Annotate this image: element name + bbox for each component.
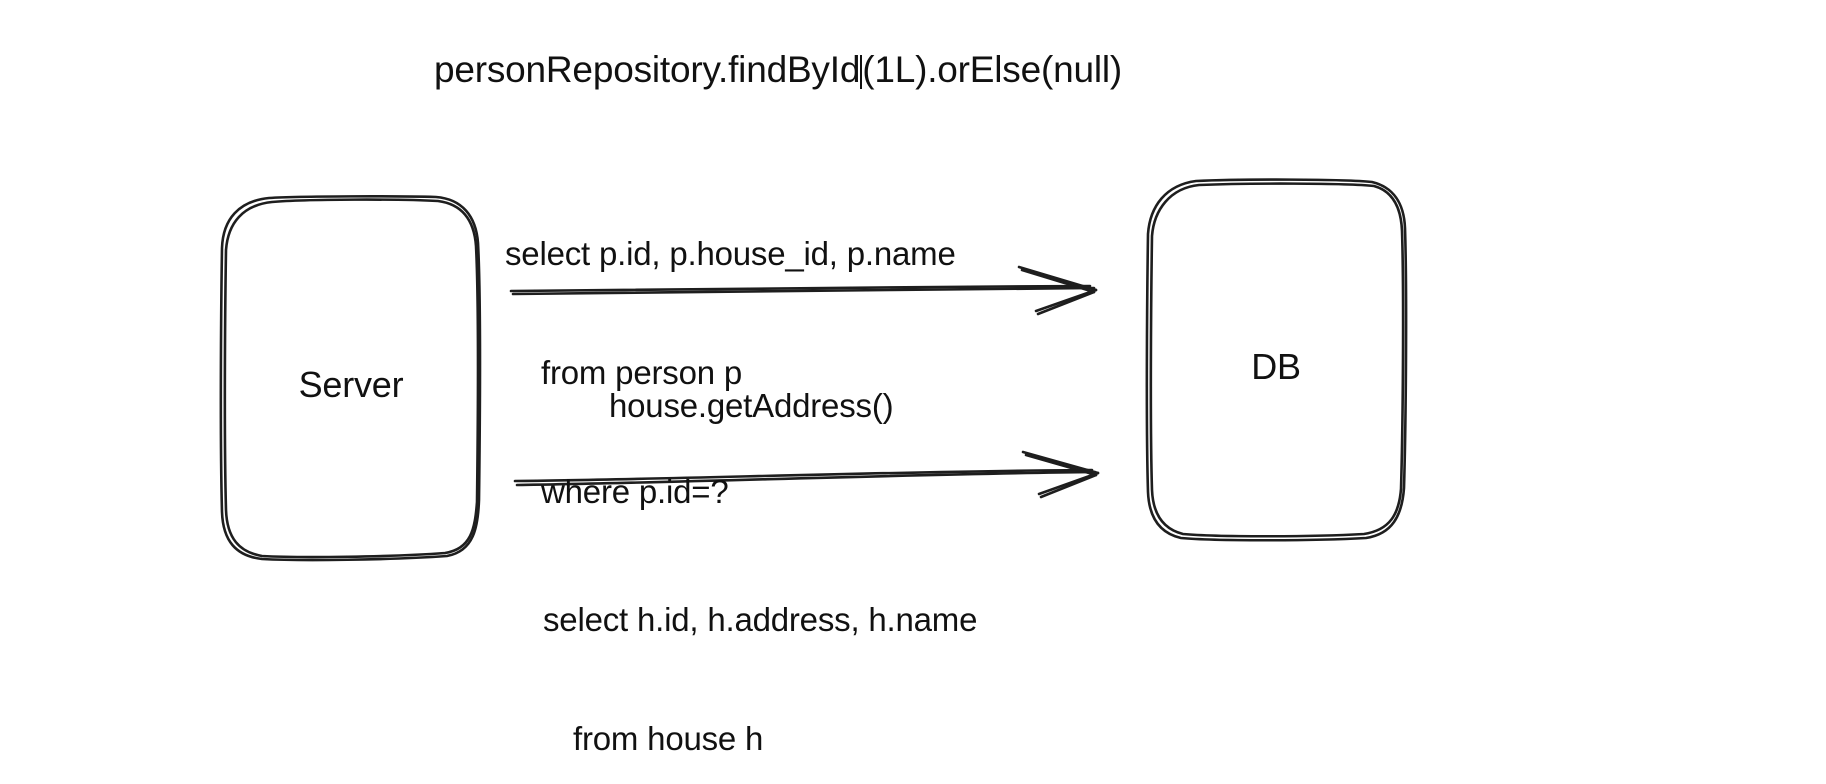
node-label-server[interactable]: Server bbox=[298, 364, 404, 405]
sql-line-select: select h.id, h.address, h.name bbox=[543, 601, 978, 639]
sql-line-from: from house h bbox=[573, 719, 764, 757]
sql-line-from: from person p bbox=[541, 353, 742, 391]
sql-line-where: where p.id=? bbox=[541, 472, 729, 510]
arrow-1-label-sql: select p.id, p.house_id, p.name from per… bbox=[505, 155, 956, 591]
arrow-2-label-method: house.getAddress() bbox=[609, 387, 894, 424]
arrow-1-head bbox=[1017, 265, 1098, 316]
node-label-db[interactable]: DB bbox=[1251, 346, 1301, 387]
title-text-after-caret: (1L).orElse(null) bbox=[862, 49, 1122, 90]
text-caret-icon bbox=[860, 55, 863, 89]
arrow-2-label-sql: select h.id, h.address, h.name from hous… bbox=[543, 521, 977, 784]
sql-line-select: select p.id, p.house_id, p.name bbox=[505, 235, 956, 273]
arrow-2-head bbox=[1021, 450, 1100, 499]
diagram-title: personRepository.findById(1L).orElse(nul… bbox=[0, 48, 1556, 92]
title-text-before-caret: personRepository.findById bbox=[433, 49, 861, 90]
